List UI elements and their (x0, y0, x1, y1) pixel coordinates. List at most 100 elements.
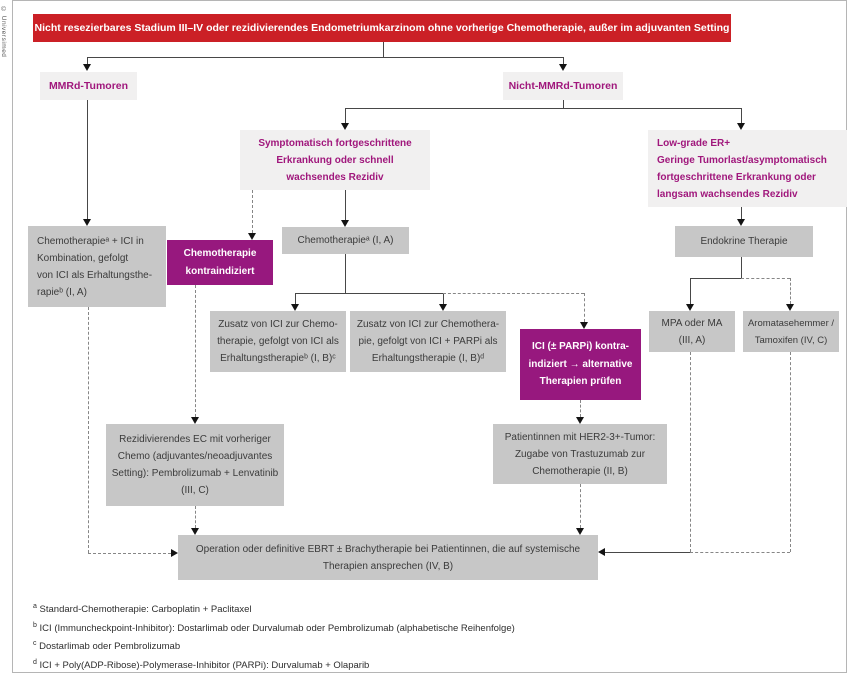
arrowhead-low-grade (737, 123, 745, 130)
node-line: Low-grade ER+ (657, 137, 731, 149)
connector-mmrd-down (87, 100, 88, 219)
node-ici-kontraindiziert: ICI (± PARPi) kontra- indiziert → altern… (520, 329, 641, 400)
arrowhead-nicht-mmrd (559, 64, 567, 71)
arrowhead-operation-left (171, 549, 178, 557)
arrowhead-zusatz-ici (291, 304, 299, 311)
arrowhead-operation-b (576, 528, 584, 535)
node-line: Kombination, gefolgt (37, 252, 129, 264)
node-line: ICI (± PARPi) kontra- (532, 341, 629, 353)
node-line: kontraindiziert (185, 265, 255, 277)
node-zusatz-ici-parpi: Zusatz von ICI zur Chemothera- pie, gefo… (350, 311, 506, 372)
node-endokrine-therapie: Endokrine Therapie (675, 226, 813, 257)
node-line: Erhaltungstherapie (I, B)ᵈ (371, 353, 485, 364)
connector-to-low-grade (741, 108, 742, 123)
footnotes: a Standard-Chemotherapie: Carboplatin + … (33, 599, 823, 674)
arrowhead-operation-a (191, 528, 199, 535)
node-line: von ICI als Erhaltungsthe- (37, 269, 153, 281)
footnote-text: Standard-Chemotherapie: Carboplatin + Pa… (39, 604, 252, 616)
node-mmrd-tumoren: MMRd-Tumoren (40, 72, 137, 100)
connector-mpa-down (690, 352, 691, 552)
arrowhead-mpa (686, 304, 694, 311)
node-mpa-ma: MPA oder MA (III, A) (649, 311, 735, 352)
arrowhead-chemo-contra (248, 233, 256, 240)
connector-to-zusatz-parpi (443, 293, 444, 304)
arrowhead-mmrd (83, 64, 91, 71)
connector-chemoici-down (88, 307, 89, 553)
footnote-text: ICI + Poly(ADP-Ribose)-Polymerase-Inhibi… (39, 660, 370, 672)
arrowhead-ici-contra (580, 322, 588, 329)
footnote-marker: c (33, 640, 37, 648)
node-label: Endokrine Therapie (700, 236, 788, 247)
node-line: langsam wachsendes Rezidiv (657, 188, 798, 200)
connector-aromatase-down (790, 352, 791, 552)
node-line: Therapien ansprechen (IV, B) (322, 560, 454, 572)
connector-symptomatisch-contra (252, 190, 253, 233)
connector-endocrine-merge (690, 552, 790, 553)
connector-lowgrade-endokrine (741, 207, 742, 219)
node-zusatz-ici: Zusatz von ICI zur Chemo- therapie, gefo… (210, 311, 346, 372)
node-line: Chemotherapie (183, 248, 257, 259)
footnote-text: ICI (Immuncheckpoint-Inhibitor): Dostarl… (39, 622, 515, 634)
node-line: Zugabe von Trastuzumab zur (514, 448, 646, 460)
connector-chemoici-right (88, 553, 171, 554)
node-chemotherapie-std: Chemotherapieᵃ (I, A) (282, 227, 409, 254)
node-line: pie, gefolgt von ICI + PARPi als (358, 336, 498, 347)
arrowhead-chemo-ici (83, 219, 91, 226)
footnote-marker: b (33, 621, 37, 629)
node-aromatase-tamoxifen: Aromatasehemmer / Tamoxifen (IV, C) (743, 311, 839, 352)
node-line: Geringe Tumorlast/asymptomatisch (657, 154, 827, 166)
footnote-marker: d (33, 658, 37, 666)
connector-to-symptomatisch (345, 108, 346, 123)
arrowhead-operation-right (598, 548, 605, 556)
node-line: therapie, gefolgt von ICI als (217, 336, 339, 347)
node-label: MMRd-Tumoren (48, 79, 129, 92)
node-chemo-ici-kombination: Chemotherapieᵃ + ICI in Kombination, gef… (28, 226, 166, 307)
arrowhead-zusatz-parpi (439, 304, 447, 311)
node-line: Chemotherapie (II, B) (532, 465, 628, 477)
connector-rezidiv-operation (195, 506, 196, 528)
arrowhead-symptomatisch (341, 123, 349, 130)
connector-nicht-mmrd-stub (563, 100, 564, 108)
connector-to-mpa (690, 278, 691, 304)
connector-to-mmrd (87, 57, 88, 65)
connector-nicht-mmrd-split (345, 108, 742, 109)
connector-dashed-ici-contra-down (584, 293, 585, 322)
node-line: Setting): Pembrolizumab + Lenvatinib (111, 468, 279, 479)
node-her2-trastuzumab: Patientinnen mit HER2-3+-Tumor: Zugabe v… (493, 424, 667, 484)
footnote-text: Dostarlimab oder Pembrolizumab (39, 641, 181, 653)
connector-chemostd-split (295, 293, 443, 294)
connector-chemostd-stub (345, 254, 346, 293)
connector-endokrine-right-dashed (741, 278, 790, 279)
node-chemo-kontraindiziert: Chemotherapie kontraindiziert (167, 240, 273, 285)
node-rezidivierendes-ec: Rezidivierendes EC mit vorheriger Chemo … (106, 424, 284, 506)
arrowhead-rezidiv (191, 417, 199, 424)
connector-symptomatisch-chemo (345, 190, 346, 220)
node-line: Erhaltungstherapieᵇ (I, B)ᶜ (220, 353, 336, 364)
connector-endokrine-stub (741, 257, 742, 278)
title-banner: Nicht resezierbares Stadium III–IV oder … (33, 14, 731, 42)
node-label: Chemotherapieᵃ (I, A) (297, 235, 394, 246)
connector-icicontra-her2 (580, 400, 581, 417)
node-line: (III, A) (678, 334, 706, 346)
node-line: Erkrankung oder schnell (276, 154, 394, 166)
connector-endokrine-left (690, 278, 741, 279)
arrowhead-aromatase (786, 304, 794, 311)
connector-her2-operation (580, 484, 581, 528)
arrowhead-her2 (576, 417, 584, 424)
node-line: MPA oder MA (661, 317, 723, 329)
node-line: Symptomatisch fortgeschrittene (258, 137, 412, 149)
node-line: Rezidivierendes EC mit vorheriger (119, 434, 271, 445)
footnote-b: b ICI (Immuncheckpoint-Inhibitor): Dosta… (33, 618, 823, 637)
node-line: Therapien prüfen (539, 376, 622, 388)
arrowhead-endokrine (737, 219, 745, 226)
connector-to-nicht-mmrd (563, 57, 564, 65)
connector-to-aromatase-dashed (790, 278, 791, 304)
node-line: Chemotherapieᵃ + ICI in (37, 235, 144, 247)
node-nicht-mmrd-tumoren: Nicht-MMRd-Tumoren (503, 72, 623, 100)
node-line: wachsendes Rezidiv (286, 171, 384, 183)
node-symptomatisch: Symptomatisch fortgeschrittene Erkrankun… (240, 130, 430, 190)
footnote-c: c Dostarlimab oder Pembrolizumab (33, 636, 823, 655)
connector-to-zusatz-ici (295, 293, 296, 304)
node-line: indiziert → alternative (528, 358, 633, 370)
node-line: Zusatz von ICI zur Chemo- (218, 319, 338, 330)
